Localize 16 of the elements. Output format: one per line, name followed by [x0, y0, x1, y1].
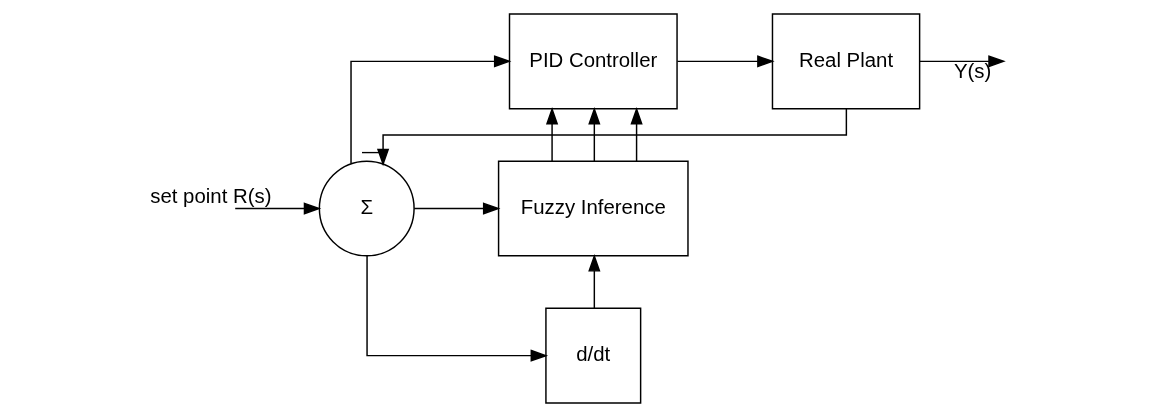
- edge-label: Y(s): [953, 59, 992, 82]
- arrow: [676, 55, 775, 68]
- arrow: [588, 254, 601, 309]
- arrow: [919, 55, 1006, 68]
- node-circle: Σ: [318, 160, 415, 257]
- arrow: [366, 255, 549, 362]
- edge-label: set point R(s): [150, 184, 272, 207]
- arrow: [588, 106, 601, 162]
- node-box: Fuzzy Inference: [497, 160, 689, 257]
- arrow: [630, 106, 643, 162]
- node-box: d/dt: [545, 307, 642, 404]
- node-box: PID Controller: [508, 13, 678, 110]
- arrow: [545, 106, 559, 162]
- arrow: [413, 202, 501, 215]
- arrow: [234, 202, 322, 215]
- node-box: Real Plant: [771, 13, 921, 110]
